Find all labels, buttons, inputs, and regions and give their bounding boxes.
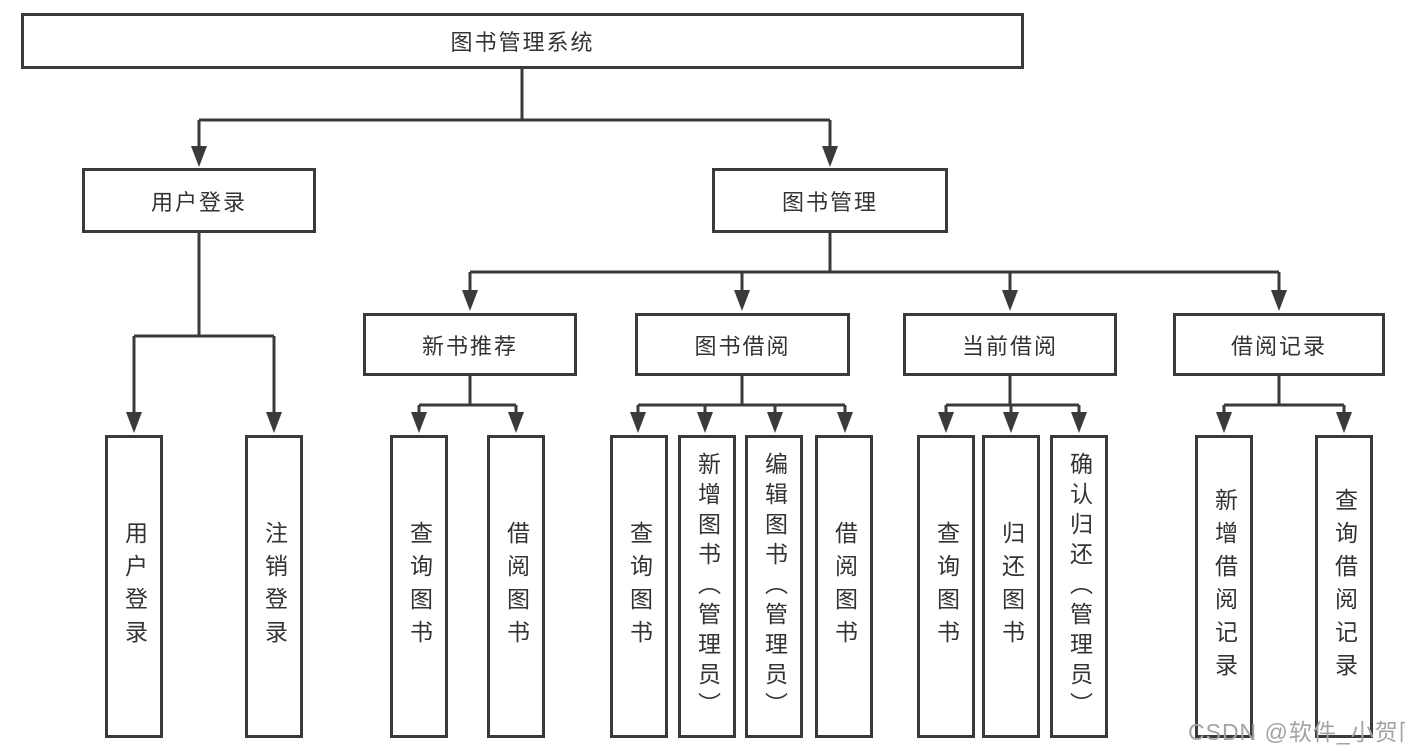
- leaf-newbook-query-books: 查询图书: [390, 435, 448, 738]
- node-borrowing-records: 借阅记录: [1173, 313, 1385, 376]
- leaf-current-return-books: 归还图书: [982, 435, 1040, 738]
- leaf-current-query-books: 查询图书: [917, 435, 975, 738]
- leaf-newbook-borrow-books: 借阅图书: [487, 435, 545, 738]
- node-book-borrowing: 图书借阅: [635, 313, 850, 376]
- leaf-logout: 注销登录: [245, 435, 303, 738]
- node-book-management: 图书管理: [712, 168, 948, 233]
- leaf-borrow-add-books-admin: 新增图书（管理员）: [678, 435, 736, 738]
- node-root-system: 图书管理系统: [21, 13, 1024, 69]
- leaf-borrow-query-books: 查询图书: [610, 435, 668, 738]
- leaf-user-login: 用户登录: [105, 435, 163, 738]
- csdn-watermark: CSDN @软件_小贺同学: [1188, 719, 1405, 745]
- leaf-records-add-record: 新增借阅记录: [1195, 435, 1253, 738]
- leaf-borrow-edit-books-admin: 编辑图书（管理员）: [745, 435, 803, 738]
- node-current-borrowing: 当前借阅: [903, 313, 1117, 376]
- node-new-book-recommend: 新书推荐: [363, 313, 577, 376]
- leaf-borrow-borrow-books: 借阅图书: [815, 435, 873, 738]
- leaf-records-query-record: 查询借阅记录: [1315, 435, 1373, 738]
- node-user-login: 用户登录: [82, 168, 316, 233]
- leaf-current-confirm-return-admin: 确认归还（管理员）: [1050, 435, 1108, 738]
